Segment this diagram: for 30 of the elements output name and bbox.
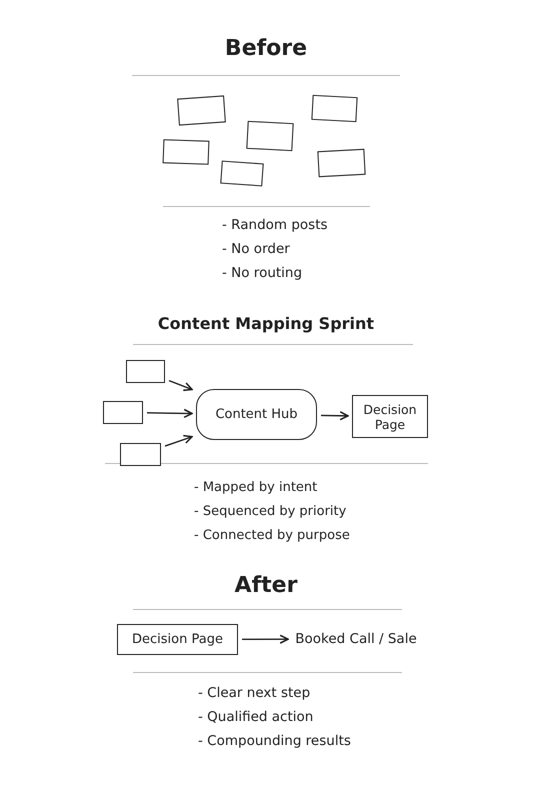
bullet-item: - Connected by purpose: [194, 528, 350, 543]
arrow: [242, 634, 289, 644]
bullet-item: - Mapped by intent: [194, 480, 318, 495]
empty-post-box: [177, 95, 226, 126]
bullet-item: - Qualified action: [198, 709, 314, 725]
section-heading: After: [234, 573, 298, 598]
page-box: Decision Page: [352, 395, 428, 438]
bullet-item: - Random posts: [222, 217, 328, 233]
empty-post-box: [162, 139, 210, 165]
bullet-item: - Compounding results: [198, 733, 351, 749]
empty-post-box: [311, 94, 358, 122]
arrow: [164, 434, 193, 447]
arrow: [320, 411, 349, 420]
section-heading: Content Mapping Sprint: [158, 314, 374, 333]
empty-post-box: [126, 360, 165, 383]
bullet-item: - No routing: [222, 265, 302, 281]
empty-post-box: [103, 401, 143, 424]
empty-post-box: [120, 443, 161, 466]
arrow: [168, 380, 193, 392]
section-heading: Before: [224, 36, 308, 61]
empty-post-box: [317, 148, 366, 178]
bullet-item: - Sequenced by priority: [194, 504, 346, 519]
page-box: Decision Page: [117, 624, 238, 655]
hub-box: Content Hub: [196, 389, 317, 440]
empty-post-box: [220, 160, 264, 186]
arrow: [147, 408, 193, 418]
bullet-item: - No order: [222, 241, 290, 257]
result-text: Booked Call / Sale: [295, 630, 417, 648]
empty-post-box: [246, 120, 294, 152]
bullet-item: - Clear next step: [198, 685, 310, 701]
